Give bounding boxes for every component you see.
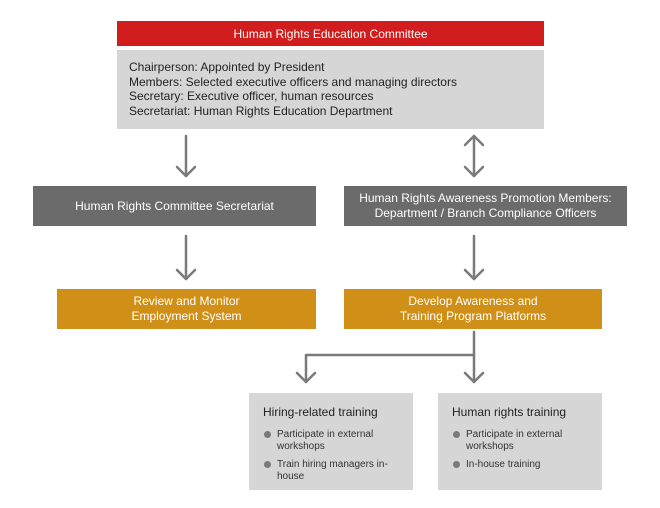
double-arrow-committee-promotion (463, 134, 485, 178)
list-item: Train hiring managers in-house (263, 459, 403, 482)
promotion-line-2: Department / Branch Compliance Officers (374, 206, 597, 220)
arrow-promotion-to-develop (463, 234, 485, 281)
list-item: Participate in external workshops (452, 429, 592, 452)
committee-chairperson: Chairperson: Appointed by President (129, 60, 325, 74)
list-item: Participate in external workshops (263, 429, 403, 452)
review-monitor-box: Review and Monitor Employment System (57, 289, 316, 329)
bullet-icon (453, 461, 460, 468)
promotion-members-box: Human Rights Awareness Promotion Members… (344, 186, 627, 226)
secretariat-label: Human Rights Committee Secretariat (75, 198, 274, 213)
bullet-icon (264, 461, 271, 468)
list-item-text: In-house training (466, 459, 541, 470)
list-item-text: Participate in external workshops (466, 429, 563, 452)
hr-training-title: Human rights training (452, 405, 567, 419)
hr-training-list: Participate in external workshops In-hou… (452, 429, 592, 471)
develop-line-1: Develop Awareness and (408, 294, 538, 308)
arrow-secretariat-to-review (175, 234, 197, 281)
arrow-develop-to-trainings (295, 330, 485, 384)
list-item-text: Participate in external workshops (277, 429, 374, 452)
hiring-training-title: Hiring-related training (263, 405, 378, 419)
list-item-text: Train hiring managers in-house (277, 459, 388, 482)
bullet-icon (453, 431, 460, 438)
human-rights-training-box: Human rights training Participate in ext… (438, 393, 602, 490)
committee-secretariat: Secretariat: Human Rights Education Depa… (129, 103, 393, 118)
list-item: In-house training (452, 459, 592, 471)
committee-members: Members: Selected executive officers and… (129, 74, 457, 89)
promotion-line-1: Human Rights Awareness Promotion Members… (359, 191, 612, 205)
hiring-training-list: Participate in external workshops Train … (263, 429, 403, 482)
hiring-training-box: Hiring-related training Participate in e… (249, 393, 413, 490)
develop-platforms-box: Develop Awareness and Training Program P… (344, 289, 602, 329)
secretariat-box: Human Rights Committee Secretariat (33, 186, 316, 226)
committee-info-panel: Chairperson: Appointed by President Memb… (117, 50, 544, 129)
bullet-icon (264, 431, 271, 438)
develop-line-2: Training Program Platforms (399, 309, 547, 323)
review-line-2: Employment System (131, 309, 242, 323)
committee-secretary: Secretary: Executive officer, human reso… (129, 89, 374, 103)
arrow-committee-to-secretariat (175, 134, 197, 178)
committee-title-bar: Human Rights Education Committee (117, 21, 544, 46)
committee-title: Human Rights Education Committee (233, 26, 428, 41)
review-line-1: Review and Monitor (133, 294, 240, 308)
